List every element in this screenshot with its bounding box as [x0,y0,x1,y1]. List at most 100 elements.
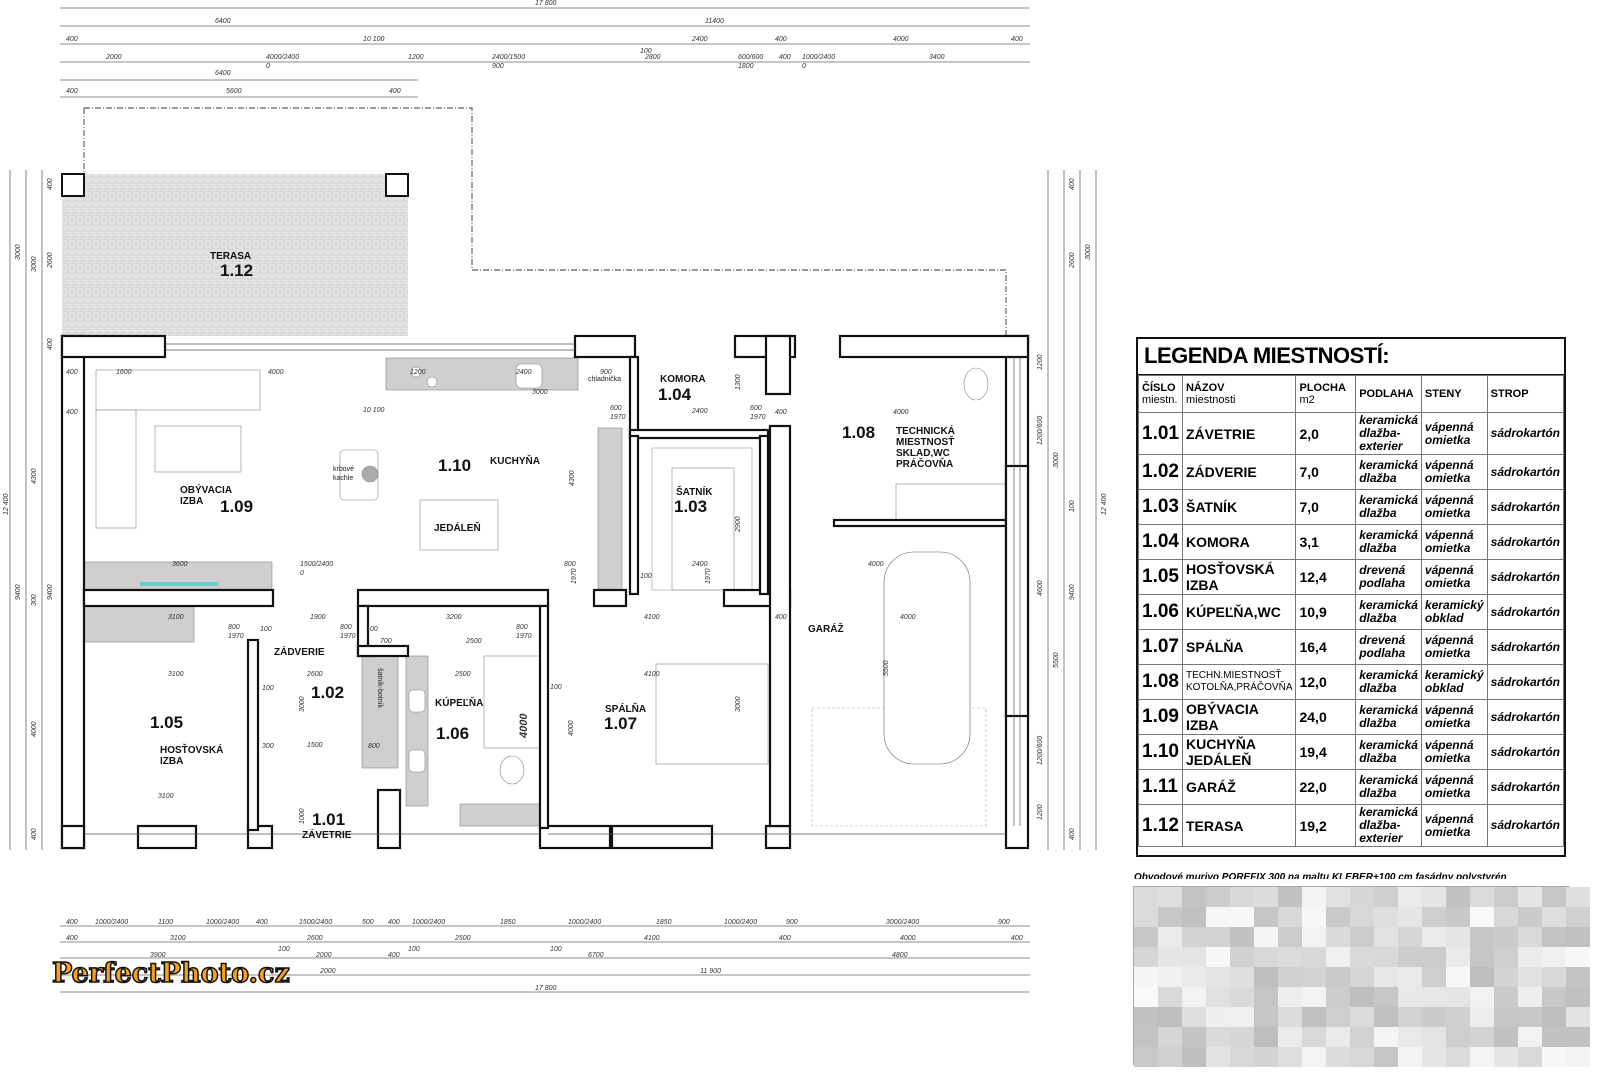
room-number: 1.03 [1138,489,1183,525]
blur-block [1230,927,1254,947]
blur-block [1494,1007,1518,1027]
dimension-labels-bottom: 400 1000/2400 1100 1000/2400 400 1500/24… [66,919,1023,992]
blur-block [1398,1027,1422,1047]
room-area: 7,0 [1295,489,1357,525]
dim-label: 12 400 [3,493,10,515]
room-name-text: SPÁLŇA [1185,639,1244,655]
blur-block [1230,1047,1254,1067]
blur-block [1422,907,1446,927]
blur-block [1446,1007,1470,1027]
dim-label: 1200 [1037,804,1044,820]
blur-block [1182,907,1206,927]
floor-text: drevená [1359,633,1406,647]
blur-block [1518,887,1542,907]
room-number-text: 1.02 [1142,461,1179,482]
dim-label: 2400 [515,369,532,376]
dim-label: 400 [66,919,78,926]
blur-block [1302,887,1326,907]
blur-block [1470,927,1494,947]
blur-block [1566,987,1590,1007]
walls-text: obklad [1424,681,1464,695]
header-text: miestnosti [1185,394,1236,406]
blur-block [1374,967,1398,987]
room-number: 1.12 [1138,804,1183,847]
room-name: KOMORA [1181,524,1297,560]
dim-label: 400 [388,952,400,959]
blur-block [1470,907,1494,927]
room-number: 1.11 [1138,769,1183,805]
blur-block [1134,947,1158,967]
blur-block [1206,1047,1230,1067]
room-number: 1.08 [1138,664,1183,700]
ceiling-text: sádrokartón [1490,464,1560,479]
floor-text: dlažba [1359,611,1397,625]
room-number-text: 1.11 [1142,776,1178,797]
blur-block [1278,947,1302,967]
blur-block [1470,1007,1494,1027]
dim-label: 100 [262,685,274,692]
room-area: 7,0 [1295,454,1357,490]
terrace-tiles [62,174,408,336]
blur-block [1302,967,1326,987]
room-number: 1.10 [438,456,471,475]
ceiling-text: sádrokartón [1490,569,1560,584]
floor-text: dlažba [1359,471,1397,485]
blur-block [1494,887,1518,907]
room-number: 1.09 [220,497,253,516]
blur-block [1326,947,1350,967]
dim-label: 3900 [150,952,166,959]
dim-label: 4000 [868,561,884,568]
blur-block [1470,1027,1494,1047]
blur-block [1470,987,1494,1007]
dim-label: 17 800 [535,0,557,7]
shoe-cabinet-label: šatník-botník [376,668,383,709]
room-ceiling: sádrokartón [1486,489,1565,525]
dim-label: 1970 [228,633,244,640]
watermark-logo: PerfectPhoto.cz [51,957,290,990]
blur-block [1398,887,1422,907]
windows [84,343,1021,835]
floor-text: dlažba [1359,506,1397,520]
fridge-label: chladnička [588,376,621,383]
blur-block [1278,927,1302,947]
header-steny: STENY [1420,375,1488,413]
blur-block [1566,907,1590,927]
header-text: NÁZOV [1185,382,1225,394]
dim-label: 10 100 [363,407,385,414]
dim-label: 1800 [738,63,754,70]
dim-label: 800 [368,743,380,750]
blur-block [1518,907,1542,927]
dim-label: 2800 [644,54,661,61]
room-name: TECHNICKÁ [896,424,955,437]
room-area: 19,4 [1295,734,1357,770]
blur-block [1542,947,1566,967]
dim-label: 5600 [226,88,242,95]
dim-label: 10 100 [363,36,385,43]
header-text: PLOCHA [1299,382,1346,394]
dim-label: 3000 [15,244,22,260]
walls-text: vápenná [1424,633,1474,647]
blur-block [1206,987,1230,1007]
blur-block [1182,1047,1206,1067]
blur-block [1182,1027,1206,1047]
blur-block [1326,967,1350,987]
floor-text: keramická [1359,528,1418,542]
floor-text: dlažba-exterier [1359,426,1403,453]
room-ceiling: sádrokartón [1486,804,1565,847]
column [385,173,409,197]
dim-label: 2400 [691,408,708,415]
floor-text: dlažba [1359,681,1397,695]
blur-block [1254,907,1278,927]
floor-text: dlažba [1359,541,1397,555]
room-name: PRÁČOVŇA [896,457,953,470]
fireplace-label: krbové [333,466,354,473]
dim-label: 2500 [454,935,471,942]
walls-text: keramický [1424,668,1484,682]
room-name: HOSŤOVSKÁ IZBA [1181,559,1297,595]
